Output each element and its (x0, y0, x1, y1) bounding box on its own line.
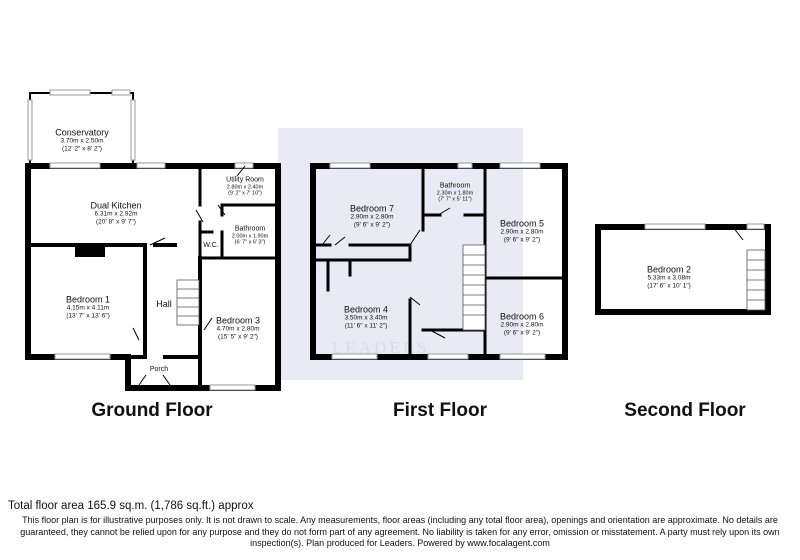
room-hall: Hall (156, 298, 172, 309)
watermark-text: LEADERS (332, 338, 430, 357)
room-wc: W.C. (203, 241, 219, 249)
second-floor-title: Second Floor (624, 400, 746, 421)
disclaimer: This floor plan is for illustrative purp… (20, 515, 780, 549)
first-floor-title: First Floor (393, 400, 487, 421)
total-floor-area: Total floor area 165.9 sq.m. (1,786 sq.f… (8, 500, 254, 512)
ground-floor-title: Ground Floor (91, 400, 213, 421)
room-porch: Porch (149, 365, 169, 373)
